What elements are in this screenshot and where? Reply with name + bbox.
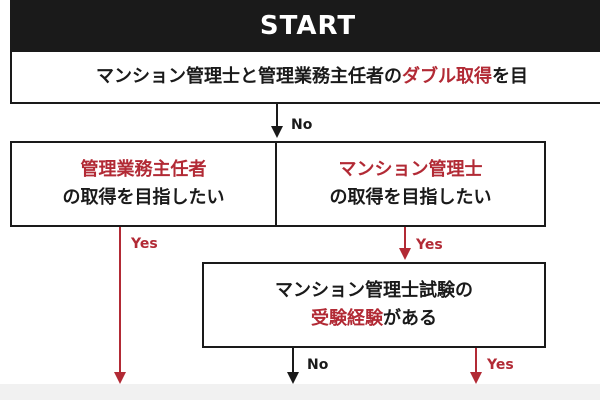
question-node: マンション管理士と管理業務主任者のダブル取得を目 <box>10 50 600 104</box>
exam-node: マンション管理士試験の 受験経験がある <box>202 262 546 348</box>
exam-line1: マンション管理士試験の <box>275 280 473 302</box>
edge-label-start-no: No <box>291 117 313 133</box>
edge-label-exam-yes: Yes <box>487 357 514 373</box>
start-node: START <box>10 0 600 52</box>
option-left-text: の取得を目指したい <box>62 187 225 208</box>
question-highlight: ダブル取得 <box>402 66 492 88</box>
question-prefix: マンション管理士と管理業務主任者の <box>96 66 402 88</box>
option-right-highlight: マンション管理士 <box>338 159 483 181</box>
edge-label-right-yes: Yes <box>416 237 443 253</box>
question-text: マンション管理士と管理業務主任者のダブル取得を目 <box>96 63 528 91</box>
start-label: START <box>259 11 357 41</box>
edge-label-left-yes: Yes <box>131 236 158 252</box>
option-left-highlight: 管理業務主任者 <box>80 159 207 181</box>
edge-label-exam-no: No <box>307 357 329 373</box>
option-node-consultant: マンション管理士 の取得を目指したい <box>275 141 546 227</box>
bottom-band <box>0 384 600 400</box>
no-arrowhead-exam <box>287 372 299 384</box>
question-suffix: を目 <box>492 66 528 88</box>
exam-suffix: がある <box>383 308 437 329</box>
exam-line2: 受験経験がある <box>311 305 437 333</box>
yes-arrowhead-exam <box>470 372 482 384</box>
yes-arrowhead-right <box>399 248 411 260</box>
no-arrowhead-start <box>271 126 283 138</box>
option-right-text: の取得を目指したい <box>329 187 492 208</box>
exam-highlight: 受験経験 <box>311 308 383 329</box>
option-node-manager: 管理業務主任者 の取得を目指したい <box>10 141 277 227</box>
yes-arrowhead-left <box>114 372 126 384</box>
